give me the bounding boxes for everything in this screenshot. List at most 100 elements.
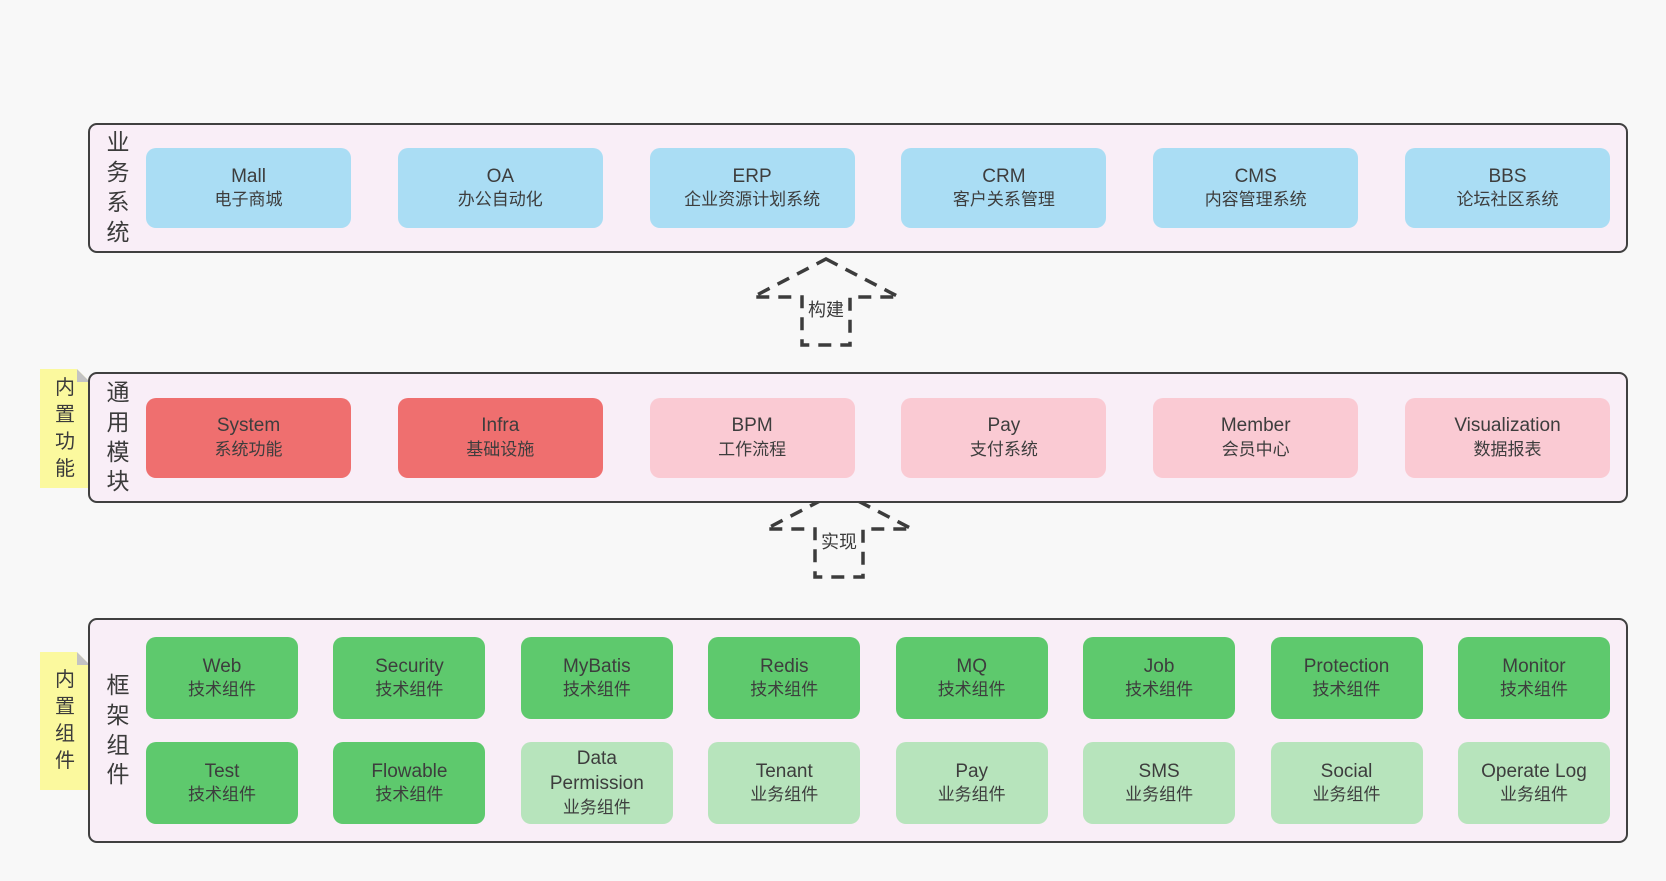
box-title: Monitor — [1502, 655, 1566, 677]
sticky-built-in-components-label: 内置组件 — [55, 669, 75, 772]
implement-arrow-label: 实现 — [818, 528, 860, 554]
box-mq: MQ 技术组件 — [895, 637, 1048, 719]
band-common-modules-label: 通用模块 — [106, 378, 130, 495]
box-subtitle: 技术组件 — [937, 680, 1006, 700]
box-subtitle: 技术组件 — [188, 680, 256, 700]
box-subtitle: 技术组件 — [375, 785, 444, 805]
box-subtitle: 系统功能 — [214, 439, 283, 459]
box-title: Tenant — [755, 760, 813, 782]
box-crm: CRM 客户关系管理 — [901, 148, 1107, 228]
box-title: Social — [1320, 760, 1373, 782]
box-subtitle: 企业资源计划系统 — [684, 190, 821, 210]
box-title: ERP — [732, 165, 772, 187]
box-subtitle: 数据报表 — [1473, 439, 1542, 459]
box-title: Flowable — [371, 760, 448, 782]
box-title: MQ — [956, 655, 987, 677]
box-title: SMS — [1138, 760, 1180, 782]
box-pay: Pay 业务组件 — [895, 742, 1048, 824]
box-subtitle: 业务组件 — [1312, 785, 1381, 805]
build-arrow-label: 构建 — [805, 296, 847, 322]
box-title: CMS — [1234, 165, 1277, 187]
box-tenant: Tenant 业务组件 — [708, 742, 861, 824]
box-subtitle: 工作流程 — [718, 439, 787, 459]
box-subtitle: 业务组件 — [750, 785, 819, 805]
box-subtitle: 技术组件 — [1312, 680, 1381, 700]
box-social: Social 业务组件 — [1270, 742, 1423, 824]
box-title: Protection — [1303, 655, 1390, 677]
box-subtitle: 技术组件 — [1125, 680, 1194, 700]
box-subtitle: 业务组件 — [937, 785, 1006, 805]
sticky-built-in-features: 内置功能 — [40, 369, 90, 488]
sticky-built-in-components: 内置组件 — [40, 652, 90, 790]
box-title: Visualization — [1454, 415, 1561, 437]
box-title: CRM — [982, 165, 1026, 187]
box-subtitle: 内容管理系统 — [1204, 190, 1307, 210]
box-title: Web — [202, 655, 242, 677]
box-cms: CMS 内容管理系统 — [1153, 148, 1359, 228]
box-subtitle: 业务组件 — [1125, 785, 1194, 805]
band-framework-components-label: 框架组件 — [106, 671, 130, 788]
band-business-systems-label: 业务系统 — [106, 129, 130, 245]
box-subtitle: 技术组件 — [188, 785, 256, 805]
box-monitor: Monitor 技术组件 — [1457, 637, 1610, 719]
box-title: Pay — [955, 760, 989, 782]
build-arrow: 构建 — [746, 256, 906, 348]
box-redis: Redis 技术组件 — [708, 637, 861, 719]
box-subtitle: 支付系统 — [969, 439, 1038, 459]
box-mall: Mall 电子商城 — [146, 148, 351, 228]
box-subtitle: 技术组件 — [750, 680, 819, 700]
box-mybatis: MyBatis 技术组件 — [520, 637, 673, 719]
box-operate-log: Operate Log 业务组件 — [1457, 742, 1610, 824]
implement-arrow: 实现 — [759, 488, 919, 580]
box-title: Test — [204, 760, 240, 782]
box-subtitle: 电子商城 — [214, 190, 283, 210]
box-job: Job 技术组件 — [1083, 637, 1236, 719]
box-title: Job — [1143, 655, 1175, 677]
box-title: BBS — [1488, 165, 1527, 187]
box-subtitle: 技术组件 — [562, 680, 631, 700]
box-title: Mall — [231, 165, 266, 187]
box-test: Test 技术组件 — [146, 742, 298, 824]
box-subtitle: 客户关系管理 — [952, 190, 1055, 210]
box-subtitle: 业务组件 — [1499, 785, 1568, 805]
box-subtitle: 会员中心 — [1221, 439, 1290, 459]
box-title: Redis — [759, 655, 809, 677]
box-subtitle: 办公自动化 — [457, 190, 543, 210]
box-subtitle: 技术组件 — [375, 680, 444, 700]
box-title: Pay — [987, 415, 1021, 437]
box-flowable: Flowable 技术组件 — [333, 742, 486, 824]
box-title: BPM — [731, 415, 773, 437]
box-subtitle: 业务组件 — [562, 797, 631, 817]
box-title: System — [216, 415, 281, 437]
box-title: Operate Log — [1481, 760, 1587, 782]
box-title: Member — [1220, 415, 1291, 437]
box-sms: SMS 业务组件 — [1083, 742, 1236, 824]
box-subtitle: 基础设施 — [466, 439, 535, 459]
box-web: Web 技术组件 — [146, 637, 298, 719]
box-subtitle: 技术组件 — [1499, 680, 1568, 700]
box-title: Infra — [481, 415, 520, 437]
box-protection: Protection 技术组件 — [1270, 637, 1423, 719]
box-title: MyBatis — [563, 655, 631, 677]
